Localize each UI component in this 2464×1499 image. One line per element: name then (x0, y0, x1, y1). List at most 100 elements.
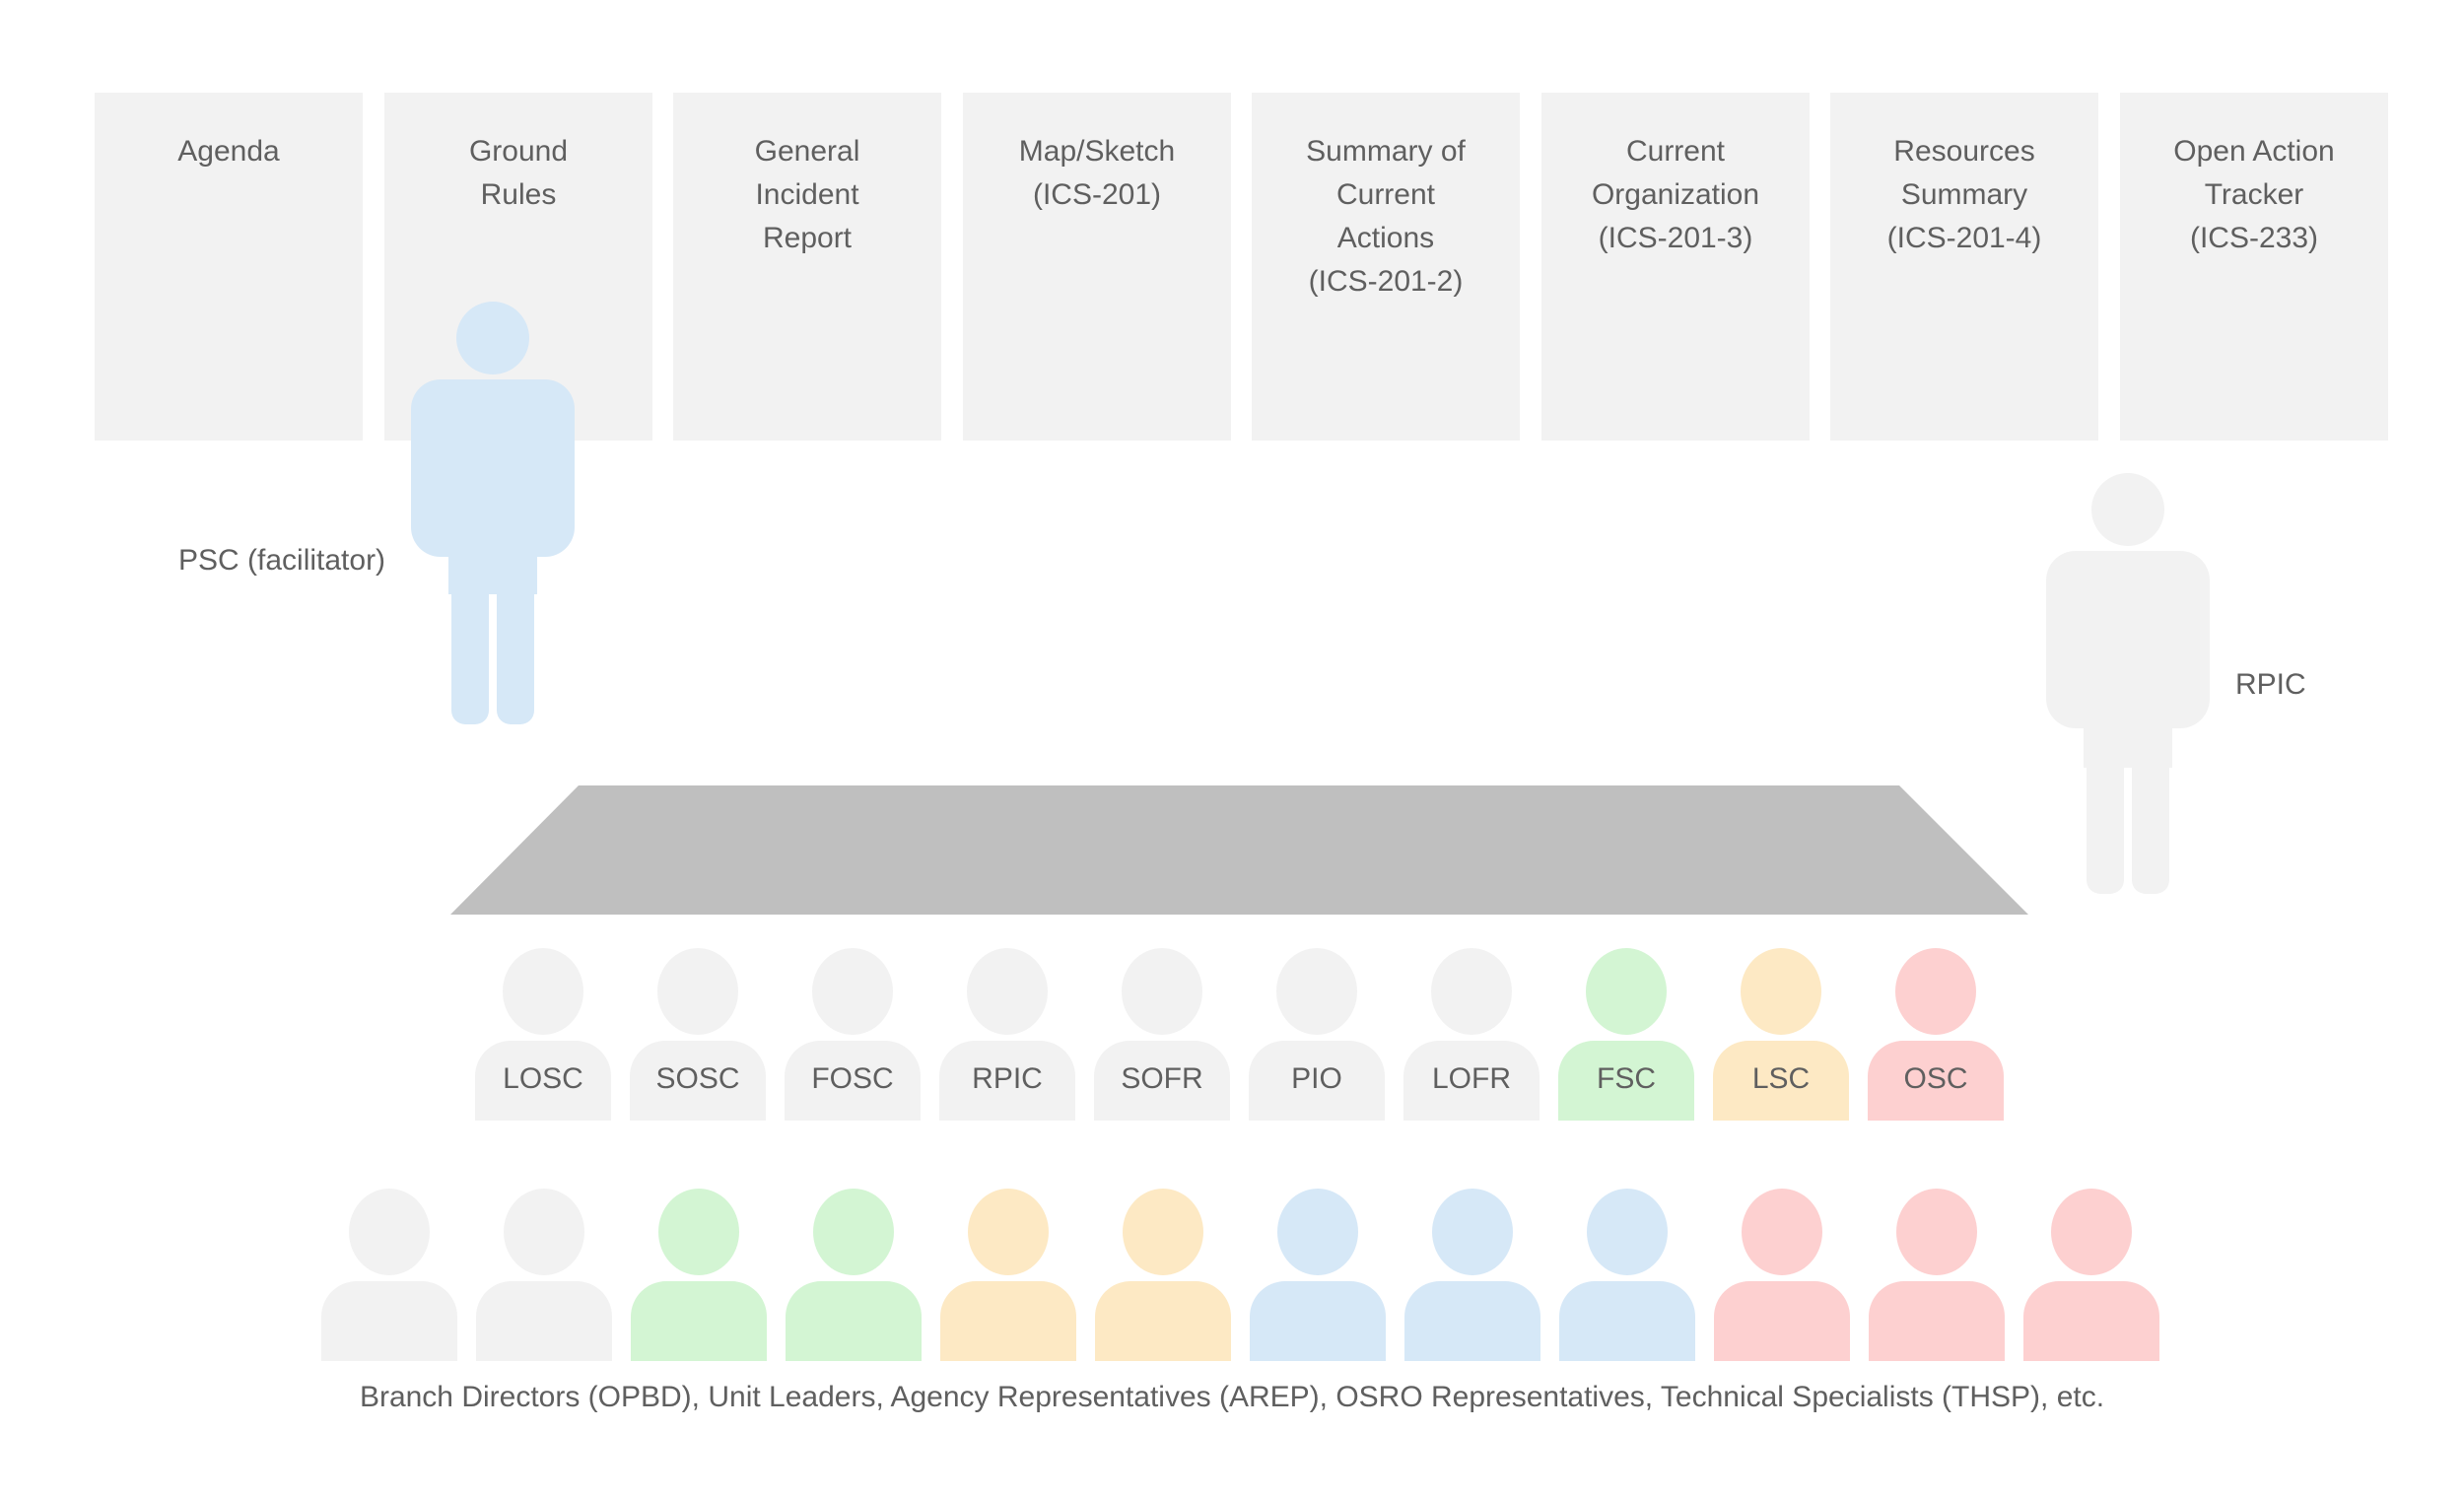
board-title-line: General (754, 135, 860, 168)
person-head (1587, 1189, 1668, 1275)
person-torso (785, 1041, 921, 1121)
board-title-line: (ICS-233) (2189, 222, 2319, 254)
board-title-line: Rules (480, 178, 557, 211)
briefing-board: Agenda (95, 93, 363, 441)
seat-role-label: PIO (1291, 1062, 1342, 1095)
board-title-line: Summary (1900, 178, 2028, 211)
board-title-line: Current (1625, 135, 1726, 168)
person-torso (1714, 1281, 1850, 1361)
person-head (2051, 1189, 2132, 1275)
person-torso (631, 1281, 767, 1361)
person-head (1431, 948, 1512, 1035)
person-head (657, 948, 738, 1035)
person-torso (1404, 1281, 1540, 1361)
board-title-line: (ICS-201-2) (1308, 265, 1464, 298)
person-torso (630, 1041, 766, 1121)
board-title-line: (ICS-201-3) (1598, 222, 1753, 254)
person-torso (1558, 1041, 1694, 1121)
board-title-line: Ground (468, 135, 569, 168)
back-row-person (1250, 1189, 1386, 1361)
person-head (812, 948, 893, 1035)
person-torso (940, 1281, 1076, 1361)
person-head (1741, 948, 1821, 1035)
person-head (504, 1189, 584, 1275)
person-torso (939, 1041, 1075, 1121)
front-row-person: OSC (1868, 948, 2004, 1121)
person-torso (1868, 1041, 2004, 1121)
front-row-person: SOFR (1094, 948, 1230, 1121)
board-title-line: (ICS-201-4) (1886, 222, 2042, 254)
front-row-person: FSC (1558, 948, 1694, 1121)
rpic-standing-figure (2046, 473, 2210, 894)
board-title-line: Report (762, 222, 853, 254)
front-row-person: LSC (1713, 948, 1849, 1121)
person-head (967, 948, 1048, 1035)
seat-role-label: LOFR (1431, 1062, 1511, 1095)
person-torso (1249, 1041, 1385, 1121)
board-title-line: Map/Sketch (1018, 135, 1176, 168)
person-torso (1869, 1281, 2005, 1361)
person-torso (321, 1281, 457, 1361)
back-row-person (786, 1189, 922, 1361)
board-title-line: Actions (1336, 222, 1435, 254)
board-title-line: Resources (1893, 135, 2035, 168)
briefing-board: Map/Sketch (ICS-201) (963, 93, 1231, 441)
person-torso (475, 1041, 611, 1121)
facilitator-figure (411, 302, 575, 724)
back-row-person (2023, 1189, 2159, 1361)
person-head (503, 948, 583, 1035)
person-torso (786, 1281, 922, 1361)
back-row-person (476, 1189, 612, 1361)
person-head (1586, 948, 1667, 1035)
front-row-person: SOSC (630, 948, 766, 1121)
board-title-line: Incident (755, 178, 859, 211)
person-head (1742, 1189, 1822, 1275)
audience-caption: Branch Directors (OPBD), Unit Leaders, A… (359, 1381, 2105, 1413)
back-row-person (1559, 1189, 1695, 1361)
board-title-line: Current (1335, 178, 1436, 211)
person-head (658, 1189, 739, 1275)
front-row-person: FOSC (785, 948, 921, 1121)
person-torso (1559, 1281, 1695, 1361)
board-title-line: Agenda (177, 135, 280, 168)
person-torso (1713, 1041, 1849, 1121)
person-head (968, 1189, 1049, 1275)
person-head (1896, 1189, 1977, 1275)
back-row-person (1095, 1189, 1231, 1361)
front-row-person: PIO (1249, 948, 1385, 1121)
board-title-line: (ICS-201) (1032, 178, 1162, 211)
seat-role-label: FOSC (811, 1062, 894, 1095)
seat-role-label: SOSC (655, 1062, 740, 1095)
seat-role-label: LSC (1751, 1062, 1811, 1095)
back-row-person (940, 1189, 1076, 1361)
back-row-person (1404, 1189, 1540, 1361)
meeting-table (450, 785, 2028, 915)
seat-role-label: OSC (1903, 1062, 1968, 1095)
board-title-line: Summary of (1306, 135, 1466, 168)
person-torso (2023, 1281, 2159, 1361)
person-head (1122, 948, 1202, 1035)
facilitator-label: PSC (facilitator) (178, 544, 386, 577)
person-torso (1250, 1281, 1386, 1361)
front-row-person: RPIC (939, 948, 1075, 1121)
person-torso (1403, 1041, 1540, 1121)
rpic-standing-label: RPIC (2235, 668, 2306, 701)
front-row-person: LOSC (475, 948, 611, 1121)
back-row-person (1714, 1189, 1850, 1361)
seat-role-label: RPIC (972, 1062, 1043, 1095)
back-row-person (321, 1189, 457, 1361)
person-torso (476, 1281, 612, 1361)
person-torso (1095, 1281, 1231, 1361)
person-head (1276, 948, 1357, 1035)
board-title-line: Organization (1591, 178, 1760, 211)
back-row-person (631, 1189, 767, 1361)
person-head (349, 1189, 430, 1275)
seat-role-label: FSC (1597, 1062, 1656, 1095)
person-head (1432, 1189, 1513, 1275)
